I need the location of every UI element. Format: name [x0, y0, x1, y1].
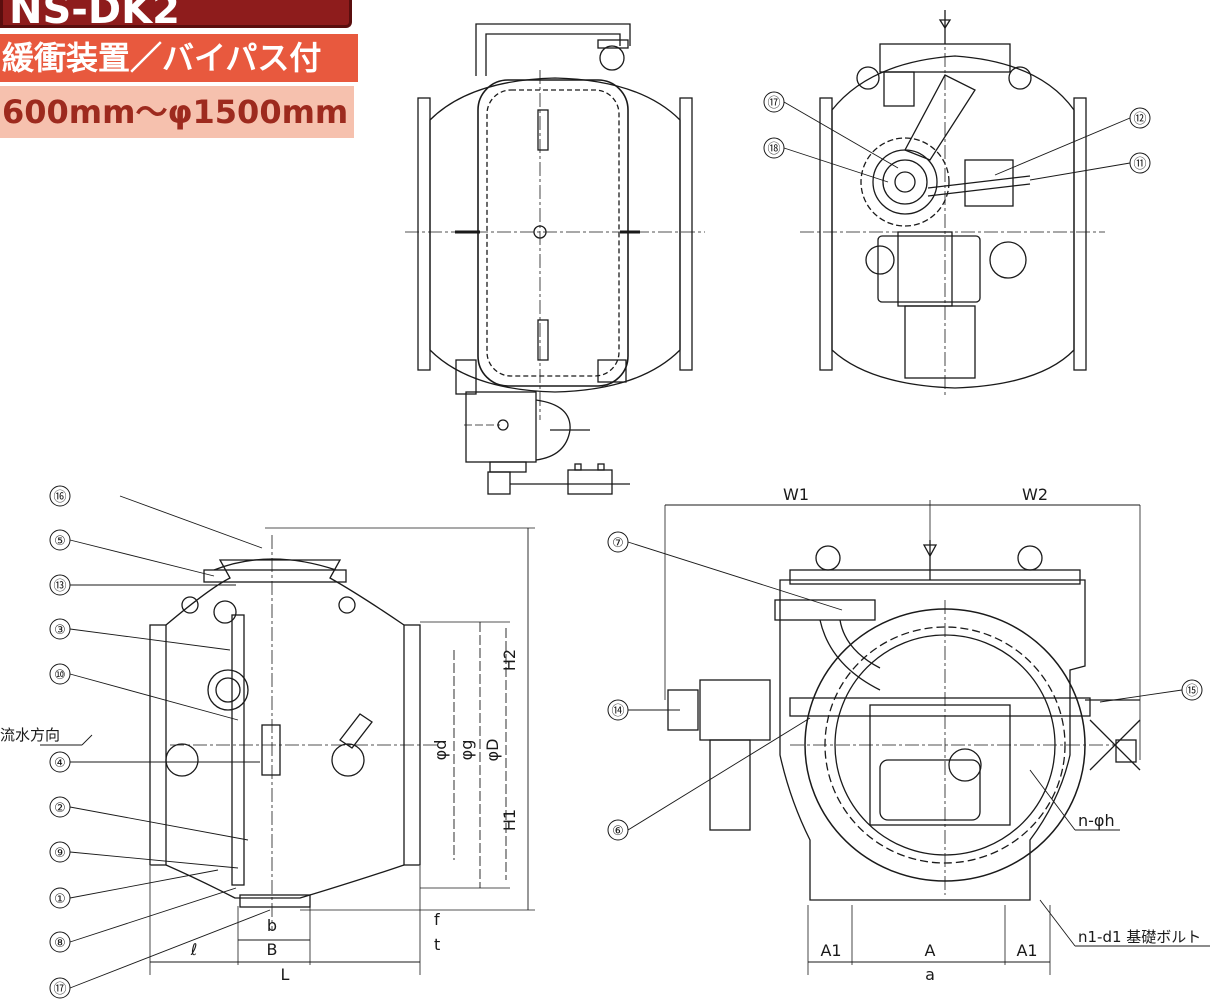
callout-2: ②: [54, 801, 66, 816]
dim-f: f: [434, 910, 440, 929]
foundation-bolt-label: n1-d1 基礎ボルト: [1078, 928, 1201, 946]
callout-12: ⑫: [1133, 112, 1146, 127]
callout-circles: [49, 91, 1203, 999]
dim-W1: W1: [783, 485, 809, 504]
callout-5: ⑤: [54, 534, 66, 549]
callout-8: ⑧: [54, 936, 66, 951]
callout-17-top: ⑰: [767, 96, 780, 111]
dim-ell: ℓ: [190, 940, 198, 959]
rear-view: [664, 500, 1141, 975]
dim-A: A: [925, 941, 936, 960]
callout-17-bottom: ⑰: [53, 982, 66, 997]
dim-A1-right: A1: [1016, 941, 1037, 960]
dim-A1-left: A1: [820, 941, 841, 960]
dim-H1: H1: [500, 809, 519, 831]
dim-L: L: [281, 965, 290, 984]
dim-a: a: [925, 965, 935, 984]
leader-lines: [40, 101, 1210, 989]
callout-6: ⑥: [612, 824, 624, 839]
dim-phi-d: φd: [431, 740, 450, 761]
dim-B: B: [267, 940, 278, 959]
callout-16: ⑯: [53, 490, 66, 505]
size-range-label: 600mm～φ1500mm: [0, 86, 354, 138]
dim-phi-D: φD: [483, 739, 502, 762]
callout-3: ③: [54, 623, 66, 638]
section-view: [149, 527, 535, 975]
callout-15: ⑮: [1185, 684, 1198, 699]
dim-W2: W2: [1022, 485, 1048, 504]
product-banner: NS-DK2 緩衝装置／バイパス付 600mm～φ1500mm: [0, 0, 360, 140]
dim-n-phi-h: n-φh: [1078, 811, 1115, 830]
callout-1: ①: [54, 892, 66, 907]
dim-phi-g: φg: [457, 740, 476, 761]
callout-14: ⑭: [611, 704, 624, 719]
callout-13: ⑬: [53, 579, 66, 594]
callout-11: ⑪: [1133, 157, 1146, 172]
callout-18: ⑱: [767, 142, 780, 157]
front-view: [800, 10, 1105, 395]
callout-4: ④: [54, 756, 66, 771]
callout-10: ⑩: [54, 668, 66, 683]
dim-H2: H2: [500, 649, 519, 671]
feature-label: 緩衝装置／バイパス付: [0, 34, 358, 82]
callout-7: ⑦: [612, 536, 624, 551]
flow-direction-label: 流水方向: [0, 726, 60, 744]
dim-t: t: [434, 935, 440, 954]
dim-b: b: [267, 916, 277, 935]
callout-9: ⑨: [54, 846, 66, 861]
side-elevation-view: [405, 23, 705, 495]
model-name: NS-DK2: [0, 0, 352, 28]
